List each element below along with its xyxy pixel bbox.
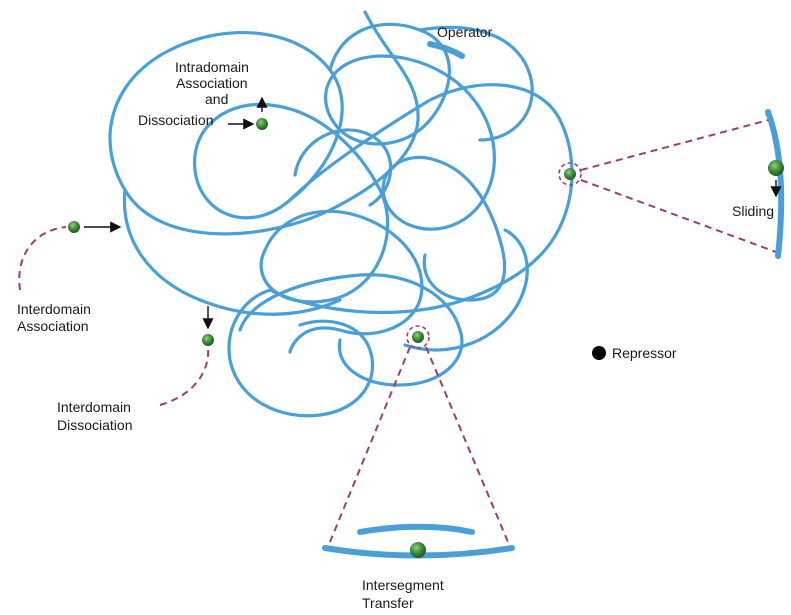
operator-label: Operator bbox=[437, 24, 493, 40]
operator-site bbox=[427, 41, 465, 59]
intersegment-detail bbox=[322, 325, 515, 559]
interdomain-dissoc-label-line1: Interdomain bbox=[57, 399, 131, 415]
intersegment-label-line1: Intersegment bbox=[362, 577, 444, 593]
repressor-particle-interdomain-assoc bbox=[68, 221, 80, 233]
intradomain-label-line2: Association bbox=[176, 75, 248, 91]
dna-strand bbox=[108, 10, 574, 418]
repressor-particle-sliding-origin bbox=[564, 168, 576, 180]
intersegment-label-line2: Transfer bbox=[362, 595, 414, 611]
intradomain-label-line1: Intradomain bbox=[175, 59, 249, 75]
repressor-legend-dot bbox=[592, 346, 606, 360]
interdomain-assoc-label-line1: Interdomain bbox=[17, 301, 91, 317]
interdomain-assoc-label-line2: Association bbox=[17, 318, 89, 334]
interdomain-dissoc-label-line2: Dissociation bbox=[57, 417, 132, 433]
sliding-detail bbox=[558, 109, 785, 259]
sliding-label: Sliding bbox=[732, 203, 774, 219]
repressor-particle-interdomain-dissoc bbox=[202, 334, 214, 346]
repressor-particle-intersegment-origin bbox=[412, 331, 424, 343]
intradomain-label-line4: Dissociation bbox=[138, 112, 213, 128]
interdomain-dissoc-dashed-path bbox=[159, 347, 210, 406]
repressor-legend-label: Repressor bbox=[612, 345, 677, 361]
interdomain-assoc-dashed-path bbox=[18, 226, 67, 291]
repressor-particle-intradomain bbox=[256, 118, 268, 130]
intradomain-label-line3: and bbox=[205, 91, 228, 107]
